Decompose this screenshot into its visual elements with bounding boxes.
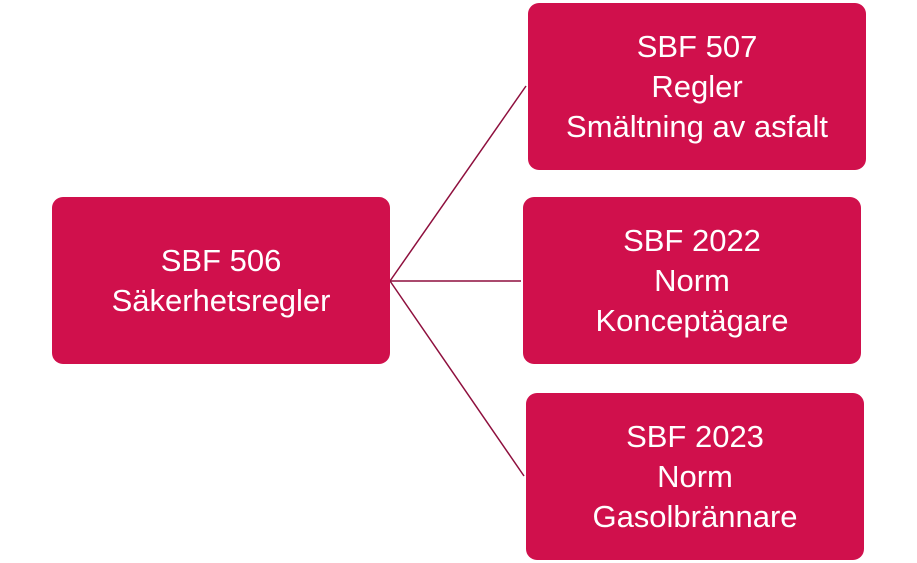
- node-code: SBF 506: [160, 242, 282, 278]
- node-title: Konceptägare: [595, 302, 789, 338]
- node-code: SBF 2022: [623, 222, 761, 258]
- node-title: Gasolbrännare: [592, 498, 798, 534]
- node-sbf-507: SBF 507 Regler Smältning av asfalt: [528, 3, 866, 170]
- node-title: Säkerhetsregler: [111, 282, 331, 318]
- node-type: Regler: [651, 68, 743, 104]
- node-code: SBF 507: [636, 28, 758, 64]
- node-sbf-2023: SBF 2023 Norm Gasolbrännare: [526, 393, 864, 560]
- node-type: Norm: [654, 262, 730, 298]
- node-sbf-506: SBF 506 Säkerhetsregler: [52, 197, 390, 364]
- connector-to-sbf-2023: [389, 280, 525, 477]
- connector-to-sbf-507: [389, 85, 527, 282]
- node-type: Norm: [657, 458, 733, 494]
- node-sbf-2022: SBF 2022 Norm Konceptägare: [523, 197, 861, 364]
- node-title: Smältning av asfalt: [566, 108, 828, 144]
- node-code: SBF 2023: [626, 418, 764, 454]
